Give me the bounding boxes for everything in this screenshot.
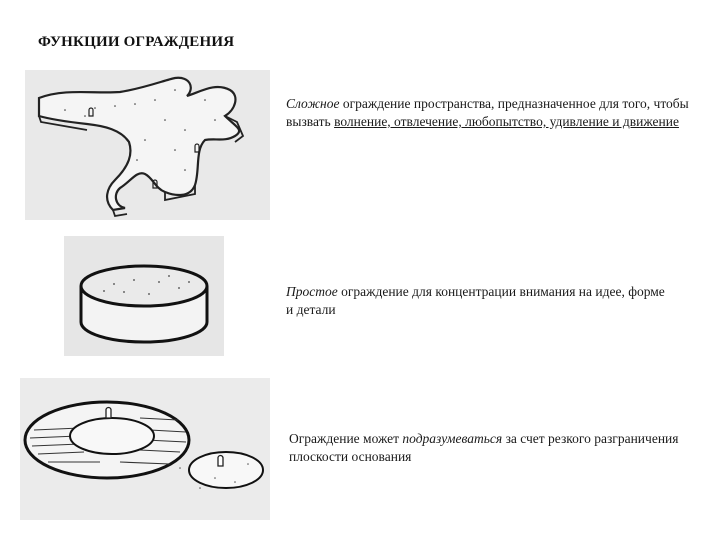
page-title: ФУНКЦИИ ОГРАЖДЕНИЯ — [38, 34, 235, 50]
complex-enclosure-drawing — [37, 76, 245, 218]
simple-enclosure-caption: Простое ограждение для концентрации вним… — [286, 283, 666, 319]
implied-enclosure-caption: Ограждение может подразумеваться за счет… — [289, 430, 689, 466]
caption-emphasis: Сложное — [286, 96, 340, 111]
implied-enclosure-illustration — [20, 378, 270, 520]
simple-enclosure-illustration — [64, 236, 224, 356]
complex-enclosure-caption: Сложное ограждение пространства, предназ… — [286, 95, 696, 131]
complex-enclosure-illustration — [25, 70, 270, 220]
caption-emphasis: Простое — [286, 284, 338, 299]
caption-text: Ограждение может — [289, 431, 403, 446]
implied-enclosure-drawing — [23, 400, 264, 489]
caption-underlined-text: волнение, отвлечение, любопытство, удивл… — [334, 114, 679, 129]
caption-emphasis: подразумеваться — [402, 431, 503, 446]
caption-text: ограждение для концентрации внимания на … — [286, 284, 665, 317]
caption-text-end: за счет резкого разграничения плоскости … — [289, 431, 679, 464]
caption-text: ограждение пространства, предназначенное… — [286, 96, 689, 129]
simple-enclosure-drawing — [79, 264, 209, 344]
